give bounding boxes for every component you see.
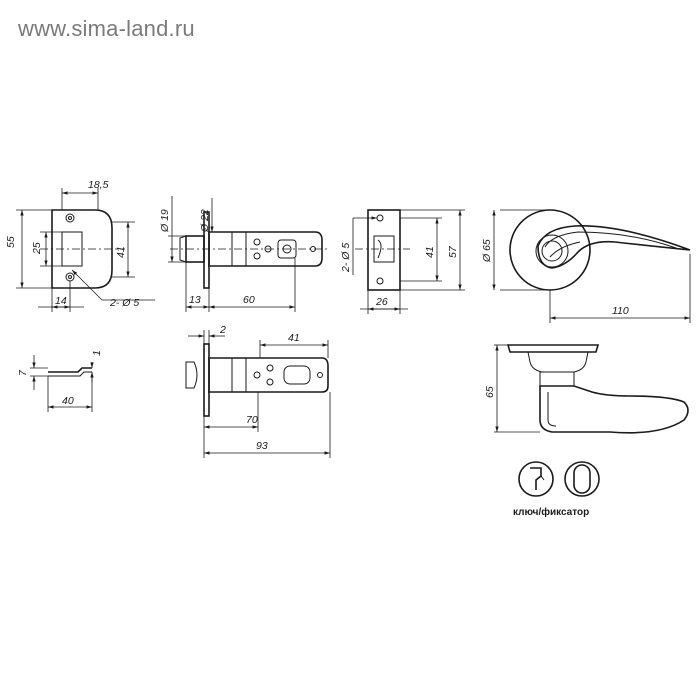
handle-front-view [492, 209, 691, 323]
strike-profile [30, 355, 94, 412]
dim-latch2-70: 70 [246, 414, 258, 426]
dim-latch2-2: 2 [219, 324, 226, 336]
latch-side-view [185, 330, 331, 458]
dim-rose-d65: Ø 65 [481, 239, 493, 263]
dim-latch-60: 60 [243, 294, 255, 306]
dim-handle-110: 110 [612, 305, 629, 317]
dim-profile-7: 7 [17, 369, 29, 376]
dim-strike-inner2: 41 [115, 246, 127, 258]
privacy-lock-symbol-icon [564, 461, 600, 497]
dim-latch-13: 13 [189, 294, 201, 306]
watermark-url: www.sima-land.ru [18, 16, 195, 41]
dim-strike-inner: 25 [31, 242, 43, 255]
dim-latch2-93: 93 [256, 440, 268, 452]
strike-plate [16, 188, 155, 312]
dim-strike-holes: 2- Ø 5 [109, 297, 139, 309]
dim-side-65: 65 [484, 386, 496, 398]
key-lock-caption: ключ/фиксатор [513, 506, 589, 518]
dim-profile-1: 1 [91, 350, 103, 356]
dim-strike-width: 18,5 [88, 179, 109, 191]
dim-plate-41: 41 [424, 246, 436, 258]
handle-side-view [494, 344, 689, 434]
latch-faceplate [352, 209, 465, 314]
dim-strike-base: 14 [55, 295, 67, 307]
dim-plate-26: 26 [375, 296, 388, 308]
dim-plate-holes: 2- Ø 5 [340, 243, 352, 273]
dim-latch-d22: Ø 22 [199, 209, 211, 233]
key-symbol-icon [518, 461, 554, 497]
dim-latch-d19: Ø 19 [159, 209, 171, 233]
dim-strike-height: 55 [5, 236, 17, 248]
dim-latch2-41: 41 [288, 332, 300, 344]
dim-profile-40: 40 [62, 395, 74, 407]
latch-top-view [168, 196, 330, 312]
dim-plate-57: 57 [447, 245, 459, 258]
